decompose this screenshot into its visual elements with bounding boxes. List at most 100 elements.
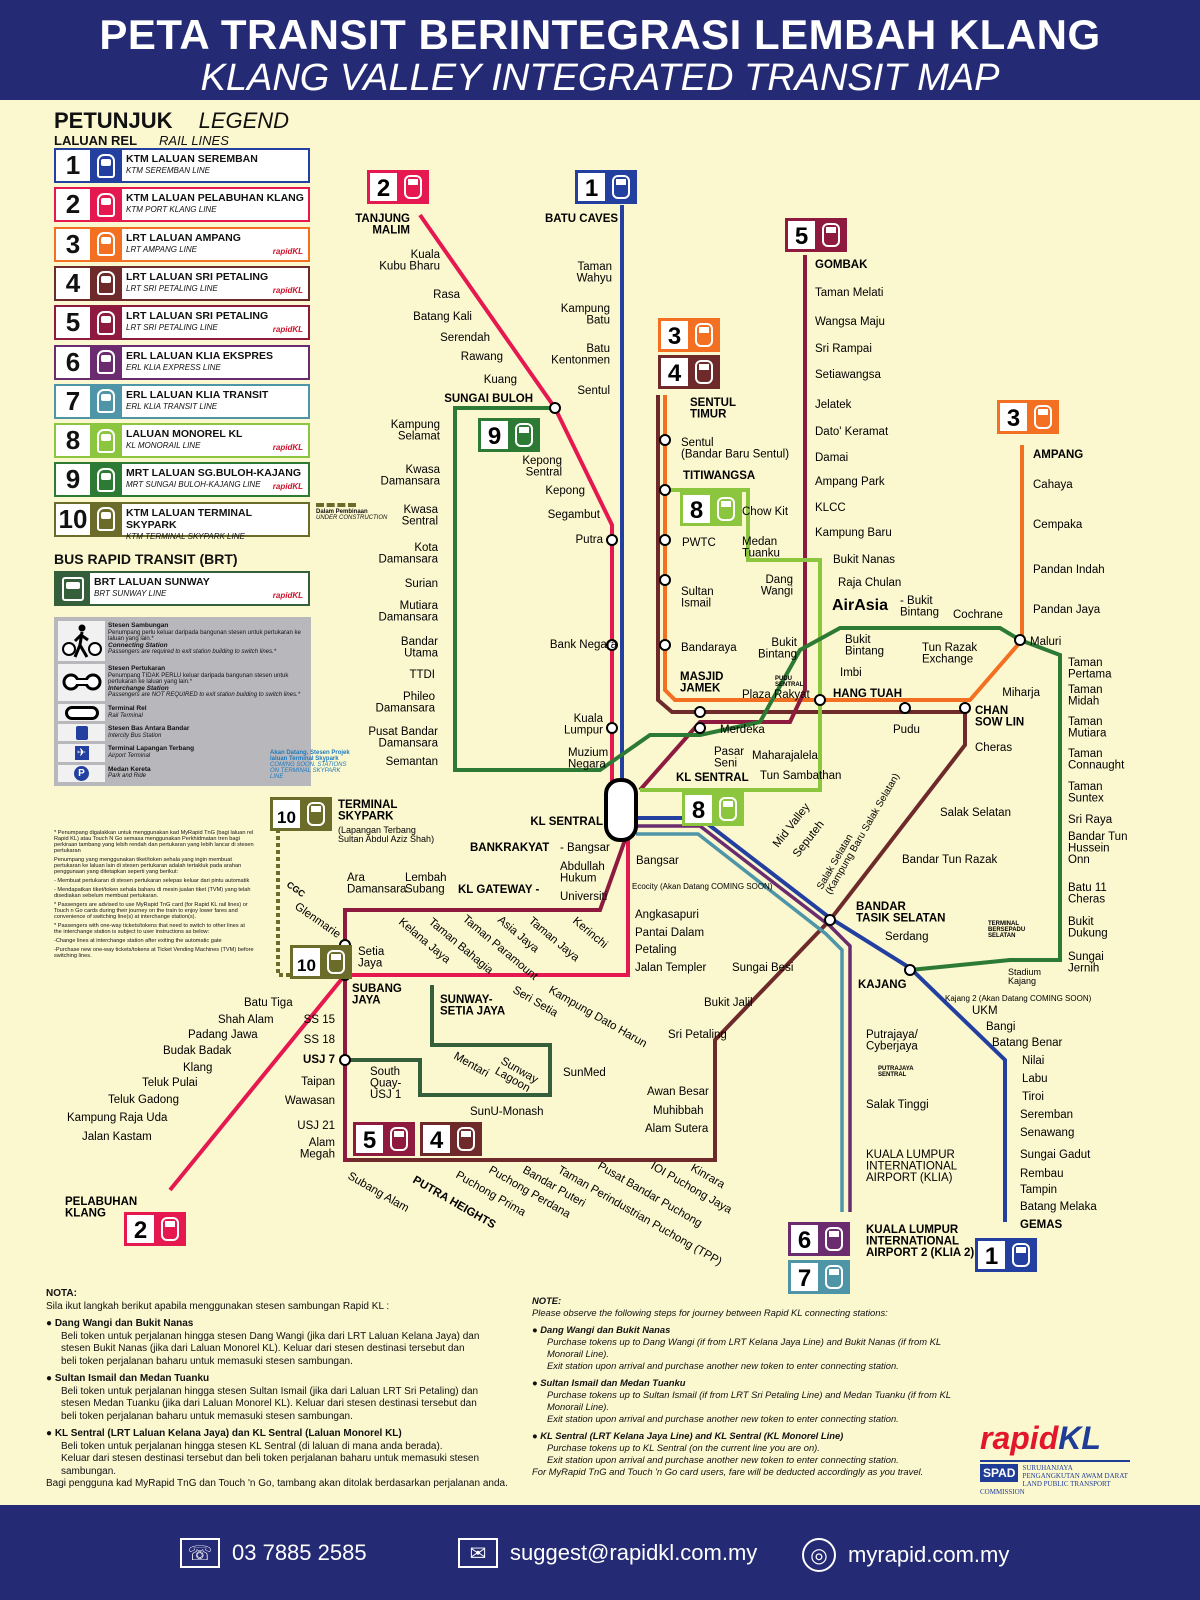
station-label[interactable]: Jelatek <box>815 399 852 411</box>
station-label[interactable]: Petaling <box>635 944 677 956</box>
station-label[interactable]: TTDI <box>409 669 435 681</box>
station-label[interactable]: Sungai Besi <box>732 962 793 974</box>
station-label[interactable]: Teluk Gadong <box>108 1094 179 1106</box>
station-label[interactable]: Maharajalela <box>752 750 818 762</box>
station-label[interactable]: Maluri <box>1030 636 1061 648</box>
interchange-station-marker[interactable] <box>959 702 971 714</box>
station-label[interactable]: Salak Tinggi <box>866 1099 929 1111</box>
station-label[interactable]: Pantai Dalam <box>635 927 704 939</box>
phone-contact[interactable]: ☏03 7885 2585 <box>180 1538 367 1568</box>
website-link[interactable]: ◎myrapid.com.my <box>802 1538 1009 1572</box>
station-label[interactable]: Kerinchi <box>570 915 610 951</box>
station-label[interactable]: Subang Alam <box>346 1170 411 1215</box>
interchange-station-marker[interactable] <box>694 722 706 734</box>
station-label[interactable]: Cahaya <box>1033 479 1073 491</box>
station-label[interactable]: Kajang 2 (Akan Datang COMING SOON) <box>945 994 1092 1003</box>
station-label[interactable]: Tiroi <box>1022 1091 1044 1103</box>
station-label[interactable]: Glenmarie <box>292 901 342 941</box>
kl-sentral-terminal[interactable] <box>604 778 638 842</box>
station-label[interactable]: USJ 7 <box>303 1054 335 1066</box>
station-label[interactable]: AMPANG <box>1033 449 1083 461</box>
station-label[interactable]: KL SENTRAL <box>530 816 603 828</box>
station-label[interactable]: Batang Kali <box>413 311 472 323</box>
station-label[interactable]: KLCC <box>815 502 846 514</box>
station-label[interactable]: Nilai <box>1022 1055 1044 1067</box>
station-label[interactable]: Imbi <box>840 667 862 679</box>
station-label[interactable]: Salak Selatan <box>940 807 1011 819</box>
station-label[interactable]: GOMBAK <box>815 259 868 271</box>
station-label[interactable]: Jalan Templer <box>635 962 707 974</box>
station-label[interactable]: Wawasan <box>285 1095 335 1107</box>
station-label[interactable]: SunMed <box>563 1067 606 1079</box>
station-label[interactable]: Miharja <box>1002 687 1040 699</box>
interchange-station-marker[interactable] <box>899 702 911 714</box>
station-label[interactable]: AirAsia <box>832 597 888 614</box>
station-label[interactable]: Pandan Indah <box>1033 564 1105 576</box>
station-label[interactable]: Rawang <box>461 351 503 363</box>
station-label[interactable]: HANG TUAH <box>833 688 902 700</box>
station-label[interactable]: Sri Rampai <box>815 343 872 355</box>
station-label[interactable]: Kuang <box>484 374 517 386</box>
station-label[interactable]: Wangsa Maju <box>815 316 885 328</box>
interchange-station-marker[interactable] <box>824 914 836 926</box>
station-label[interactable]: Klang <box>183 1062 212 1074</box>
email-contact[interactable]: ✉suggest@rapidkl.com.my <box>458 1538 757 1568</box>
station-label[interactable]: Salak Selatan(Kampung Baru Salak Selatan… <box>815 767 902 897</box>
station-label[interactable]: Rembau <box>1020 1168 1063 1180</box>
station-label[interactable]: USJ 21 <box>297 1120 335 1132</box>
station-label[interactable]: KL SENTRAL <box>676 772 749 784</box>
interchange-station-marker[interactable] <box>659 434 671 446</box>
station-label[interactable]: Awan Besar <box>647 1086 709 1098</box>
station-label[interactable]: Kepong <box>545 485 585 497</box>
station-label[interactable]: Batu Tiga <box>244 997 293 1009</box>
interchange-station-marker[interactable] <box>904 964 916 976</box>
station-label[interactable]: Bukit Nanas <box>833 554 895 566</box>
station-label[interactable]: Senawang <box>1020 1127 1074 1139</box>
station-label[interactable]: Bandar Tun Razak <box>902 854 998 866</box>
station-label[interactable]: Raja Chulan <box>838 577 901 589</box>
interchange-station-marker[interactable] <box>606 639 618 651</box>
station-label[interactable]: Cochrane <box>953 609 1003 621</box>
station-label[interactable]: Damai <box>815 452 848 464</box>
interchange-station-marker[interactable] <box>339 1054 351 1066</box>
interchange-station-marker[interactable] <box>814 694 826 706</box>
station-label[interactable]: Semantan <box>386 756 438 768</box>
station-label[interactable]: Cempaka <box>1033 519 1083 531</box>
station-label[interactable]: Merdeka <box>720 724 765 736</box>
interchange-station-marker[interactable] <box>659 639 671 651</box>
interchange-station-marker[interactable] <box>1014 634 1026 646</box>
station-label[interactable]: SunU-Monash <box>470 1106 544 1118</box>
station-label[interactable]: Batang Melaka <box>1020 1201 1097 1213</box>
station-label[interactable]: Jalan Kastam <box>82 1131 152 1143</box>
station-label[interactable]: Kampung Dato Harun <box>547 984 649 1050</box>
station-label[interactable]: BATU CAVES <box>545 213 618 225</box>
station-label[interactable]: Taipan <box>301 1076 335 1088</box>
